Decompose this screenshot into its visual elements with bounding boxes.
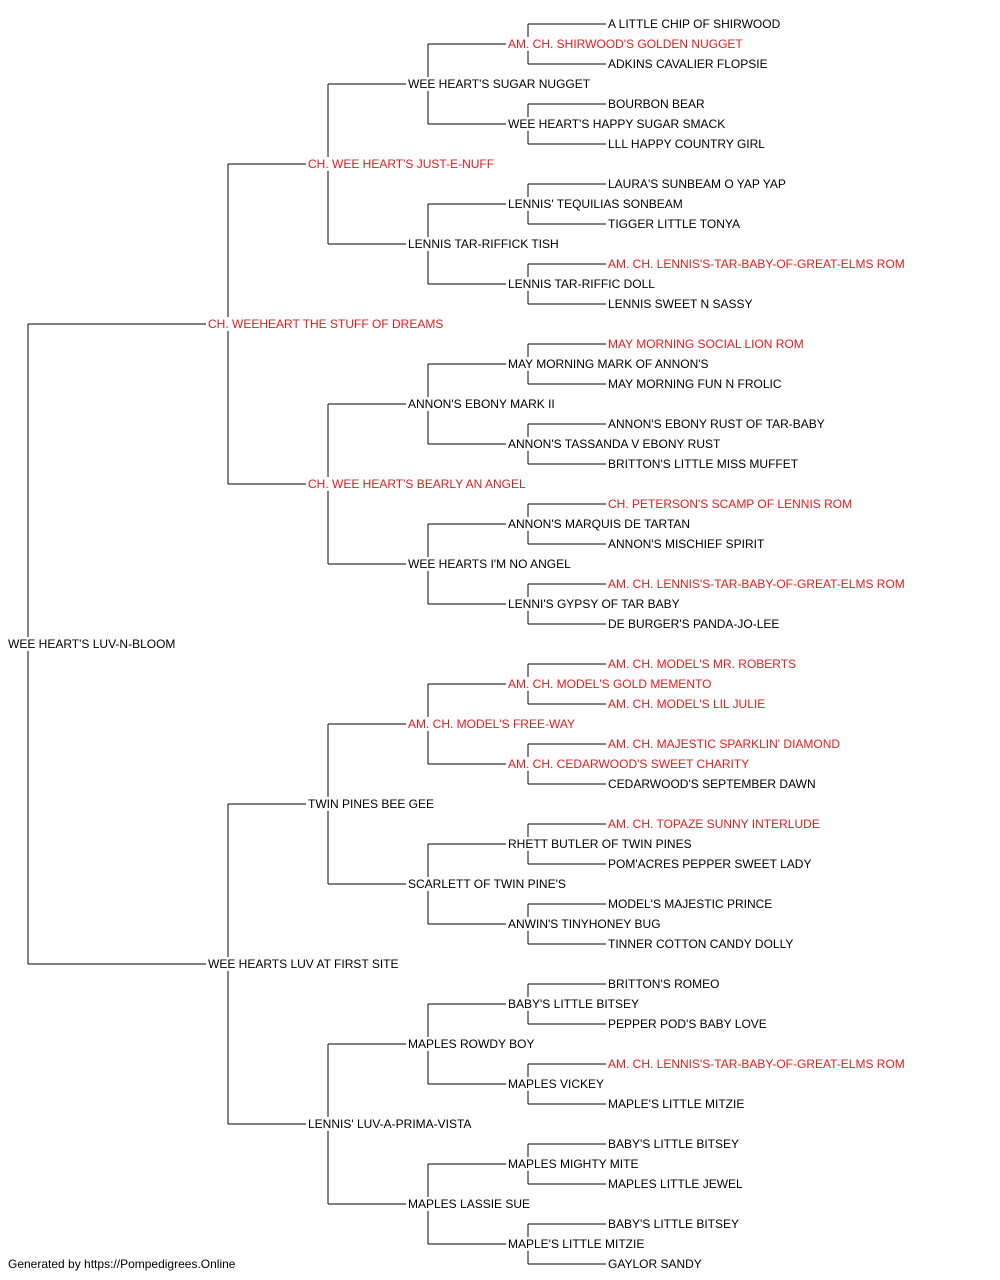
ancestor-name-gen-5: MODEL'S MAJESTIC PRINCE	[608, 897, 775, 911]
ancestor-name-gen-5: LAURA'S SUNBEAM O YAP YAP	[608, 177, 788, 191]
ancestor-name-gen-3: MAPLES LASSIE SUE	[408, 1197, 533, 1211]
ancestor-name-gen-4: WEE HEART'S HAPPY SUGAR SMACK	[508, 117, 728, 131]
ancestor-name-gen-5: BOURBON BEAR	[608, 97, 707, 111]
ancestor-name-gen-5: CEDARWOOD'S SEPTEMBER DAWN	[608, 777, 818, 791]
ancestor-name-gen-4: LENNIS' TEQUILIAS SONBEAM	[508, 197, 685, 211]
ancestor-name-gen-4: MAPLES VICKEY	[508, 1077, 607, 1091]
ancestor-name-gen-5: AM. CH. LENNIS'S-TAR-BABY-OF-GREAT-ELMS …	[608, 257, 907, 271]
ancestor-name-gen-1: CH. WEEHEART THE STUFF OF DREAMS	[208, 317, 446, 331]
ancestor-name-gen-5: LENNIS SWEET N SASSY	[608, 297, 755, 311]
ancestor-name-gen-5: BABY'S LITTLE BITSEY	[608, 1137, 742, 1151]
ancestor-name-gen-4: BABY'S LITTLE BITSEY	[508, 997, 642, 1011]
ancestor-name-gen-5: ANNON'S MISCHIEF SPIRIT	[608, 537, 767, 551]
ancestor-name-gen-5: POM'ACRES PEPPER SWEET LADY	[608, 857, 814, 871]
ancestor-name-gen-3: WEE HEARTS I'M NO ANGEL	[408, 557, 573, 571]
ancestor-name-gen-4: MAPLES MIGHTY MITE	[508, 1157, 641, 1171]
ancestor-name-gen-5: TIGGER LITTLE TONYA	[608, 217, 743, 231]
ancestor-name-gen-5: BRITTON'S LITTLE MISS MUFFET	[608, 457, 801, 471]
ancestor-name-gen-5: AM. CH. TOPAZE SUNNY INTERLUDE	[608, 817, 822, 831]
footer-credit: Generated by https://Pompedigrees.Online	[8, 1257, 236, 1271]
ancestor-name-gen-4: LENNI'S GYPSY OF TAR BABY	[508, 597, 682, 611]
ancestor-name-gen-4: MAY MORNING MARK OF ANNON'S	[508, 357, 711, 371]
ancestor-name-gen-5: TINNER COTTON CANDY DOLLY	[608, 937, 796, 951]
ancestor-name-gen-4: MAPLE'S LITTLE MITZIE	[508, 1237, 647, 1251]
ancestor-name-gen-1: WEE HEARTS LUV AT FIRST SITE	[208, 957, 401, 971]
ancestor-name-gen-5: BABY'S LITTLE BITSEY	[608, 1217, 742, 1231]
ancestor-name-gen-5: AM. CH. LENNIS'S-TAR-BABY-OF-GREAT-ELMS …	[608, 1057, 907, 1071]
ancestor-name-gen-3: LENNIS TAR-RIFFICK TISH	[408, 237, 561, 251]
ancestor-name-gen-2: CH. WEE HEART'S JUST-E-NUFF	[308, 157, 497, 171]
ancestor-name-gen-5: CH. PETERSON'S SCAMP OF LENNIS ROM	[608, 497, 855, 511]
ancestor-name-gen-5: AM. CH. LENNIS'S-TAR-BABY-OF-GREAT-ELMS …	[608, 577, 907, 591]
ancestor-name-gen-4: AM. CH. MODEL'S GOLD MEMENTO	[508, 677, 714, 691]
ancestor-name-gen-4: ANWIN'S TINYHONEY BUG	[508, 917, 663, 931]
ancestor-name-gen-2: CH. WEE HEART'S BEARLY AN ANGEL	[308, 477, 528, 491]
ancestor-name-gen-5: GAYLOR SANDY	[608, 1257, 704, 1271]
ancestor-name-gen-3: WEE HEART'S SUGAR NUGGET	[408, 77, 593, 91]
ancestor-name-gen-3: ANNON'S EBONY MARK II	[408, 397, 557, 411]
ancestor-name-gen-4: ANNON'S TASSANDA V EBONY RUST	[508, 437, 723, 451]
ancestor-name-gen-4: RHETT BUTLER OF TWIN PINES	[508, 837, 694, 851]
ancestor-name-gen-5: AM. CH. MAJESTIC SPARKLIN' DIAMOND	[608, 737, 843, 751]
subject-dog-name: WEE HEART'S LUV-N-BLOOM	[8, 637, 178, 651]
ancestor-name-gen-4: ANNON'S MARQUIS DE TARTAN	[508, 517, 693, 531]
ancestor-name-gen-2: LENNIS' LUV-A-PRIMA-VISTA	[308, 1117, 474, 1131]
ancestor-name-gen-5: AM. CH. MODEL'S MR. ROBERTS	[608, 657, 799, 671]
ancestor-name-gen-5: AM. CH. MODEL'S LIL JULIE	[608, 697, 768, 711]
ancestor-name-gen-5: MAY MORNING SOCIAL LION ROM	[608, 337, 806, 351]
ancestor-name-gen-3: AM. CH. MODEL'S FREE-WAY	[408, 717, 577, 731]
ancestor-name-gen-5: DE BURGER'S PANDA-JO-LEE	[608, 617, 782, 631]
ancestor-name-gen-4: AM. CH. SHIRWOOD'S GOLDEN NUGGET	[508, 37, 745, 51]
ancestor-name-gen-5: BRITTON'S ROMEO	[608, 977, 722, 991]
ancestor-name-gen-5: ANNON'S EBONY RUST OF TAR-BABY	[608, 417, 827, 431]
ancestor-name-gen-5: PEPPER POD'S BABY LOVE	[608, 1017, 769, 1031]
ancestor-name-gen-4: LENNIS TAR-RIFFIC DOLL	[508, 277, 657, 291]
ancestor-name-gen-4: AM. CH. CEDARWOOD'S SWEET CHARITY	[508, 757, 752, 771]
ancestor-name-gen-2: TWIN PINES BEE GEE	[308, 797, 437, 811]
ancestor-name-gen-5: ADKINS CAVALIER FLOPSIE	[608, 57, 770, 71]
ancestor-name-gen-5: A LITTLE CHIP OF SHIRWOOD	[608, 17, 783, 31]
ancestor-name-gen-3: MAPLES ROWDY BOY	[408, 1037, 537, 1051]
ancestor-name-gen-5: MAPLES LITTLE JEWEL	[608, 1177, 745, 1191]
ancestor-name-gen-5: MAPLE'S LITTLE MITZIE	[608, 1097, 747, 1111]
ancestor-name-gen-3: SCARLETT OF TWIN PINE'S	[408, 877, 568, 891]
ancestor-name-gen-5: MAY MORNING FUN N FROLIC	[608, 377, 784, 391]
ancestor-name-gen-5: LLL HAPPY COUNTRY GIRL	[608, 137, 767, 151]
